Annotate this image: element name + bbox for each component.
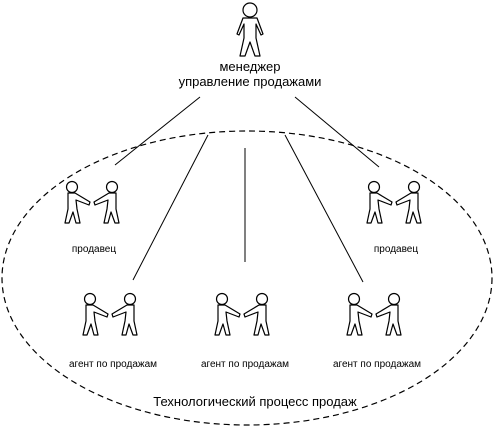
seller-label-right: продавец: [374, 244, 418, 255]
process-boundary: [1, 130, 493, 426]
connector-seller-left: [114, 96, 201, 166]
connector-agent-right: [284, 134, 364, 283]
seller-pair-right-icon: [366, 180, 422, 224]
seller-label-left: продавец: [72, 244, 116, 255]
agent-label-center: агент по продажам: [201, 359, 289, 370]
agent-pair-right-icon: [346, 292, 402, 336]
connector-agent-left: [132, 134, 209, 281]
agent-label-right: агент по продажам: [333, 359, 421, 370]
process-boundary-label: Технологический процесс продаж: [153, 394, 357, 409]
agent-pair-left-icon: [82, 292, 138, 336]
agent-label-left: агент по продажам: [69, 359, 157, 370]
agent-pair-center-icon: [214, 292, 270, 336]
connector-seller-right: [294, 96, 380, 168]
manager-title: менеджер: [219, 59, 280, 74]
manager-subtitle: управление продажами: [179, 74, 322, 89]
manager-icon: [236, 2, 264, 57]
seller-pair-left-icon: [64, 180, 120, 224]
